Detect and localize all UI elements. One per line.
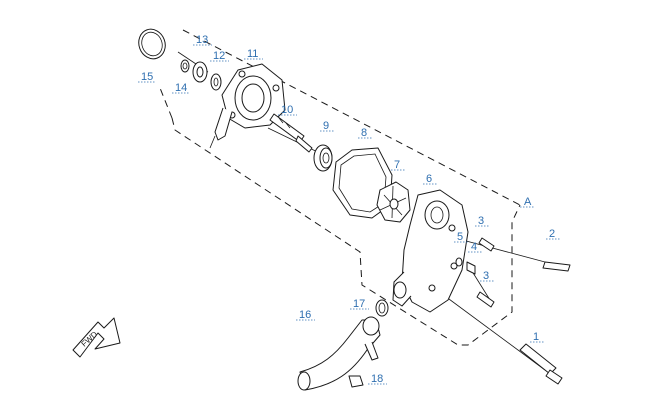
part-6-pump-body — [392, 189, 469, 313]
assembly-boundary — [159, 29, 521, 346]
callout-10: 10 — [281, 104, 293, 116]
part-1-long-bolt — [519, 343, 563, 385]
part-7-impeller — [376, 181, 411, 223]
part-14-seal — [180, 59, 190, 73]
callout-3-upper: 3 — [478, 215, 484, 227]
callout-16: 16 — [299, 309, 311, 321]
part-8-gasket — [332, 147, 393, 219]
callout-labels: 15 14 13 12 11 10 9 8 7 6 3 5 4 3 2 1 A … — [141, 34, 555, 385]
callout-14: 14 — [175, 82, 187, 94]
part-11-pump-cover — [209, 63, 286, 149]
part-16-coolant-pipe — [297, 316, 381, 391]
callout-13: 13 — [196, 34, 208, 46]
callout-4: 4 — [471, 241, 477, 253]
callout-underlines — [138, 44, 560, 385]
callout-9: 9 — [323, 120, 329, 132]
part-17-o-ring — [375, 299, 389, 317]
part-12-washer — [210, 73, 222, 91]
part-18-fitting — [348, 375, 364, 388]
callout-7: 7 — [394, 159, 400, 171]
callout-6: 6 — [426, 173, 432, 185]
part-3-bolt-upper — [478, 237, 495, 252]
part-2-long-bolt — [542, 261, 571, 272]
callout-18: 18 — [371, 373, 383, 385]
part-9-mechanical-seal — [313, 144, 333, 172]
part-3-bolt-lower — [476, 291, 495, 308]
callout-3-lower: 3 — [483, 270, 489, 282]
callout-11: 11 — [247, 48, 258, 60]
part-10-shaft — [269, 113, 313, 153]
callout-1: 1 — [533, 331, 539, 343]
callout-15: 15 — [141, 71, 153, 83]
part-15-o-ring — [138, 28, 166, 60]
callout-5: 5 — [457, 231, 463, 243]
fwd-direction-badge: FWD — [72, 317, 121, 358]
callout-8: 8 — [361, 127, 367, 139]
part-13-bearing — [192, 61, 208, 83]
callout-17: 17 — [353, 298, 365, 310]
part-4-plug — [466, 261, 476, 275]
callout-2: 2 — [549, 228, 555, 240]
part-5-washer — [455, 257, 463, 267]
callout-12: 12 — [213, 50, 225, 62]
callout-A: A — [524, 196, 532, 208]
